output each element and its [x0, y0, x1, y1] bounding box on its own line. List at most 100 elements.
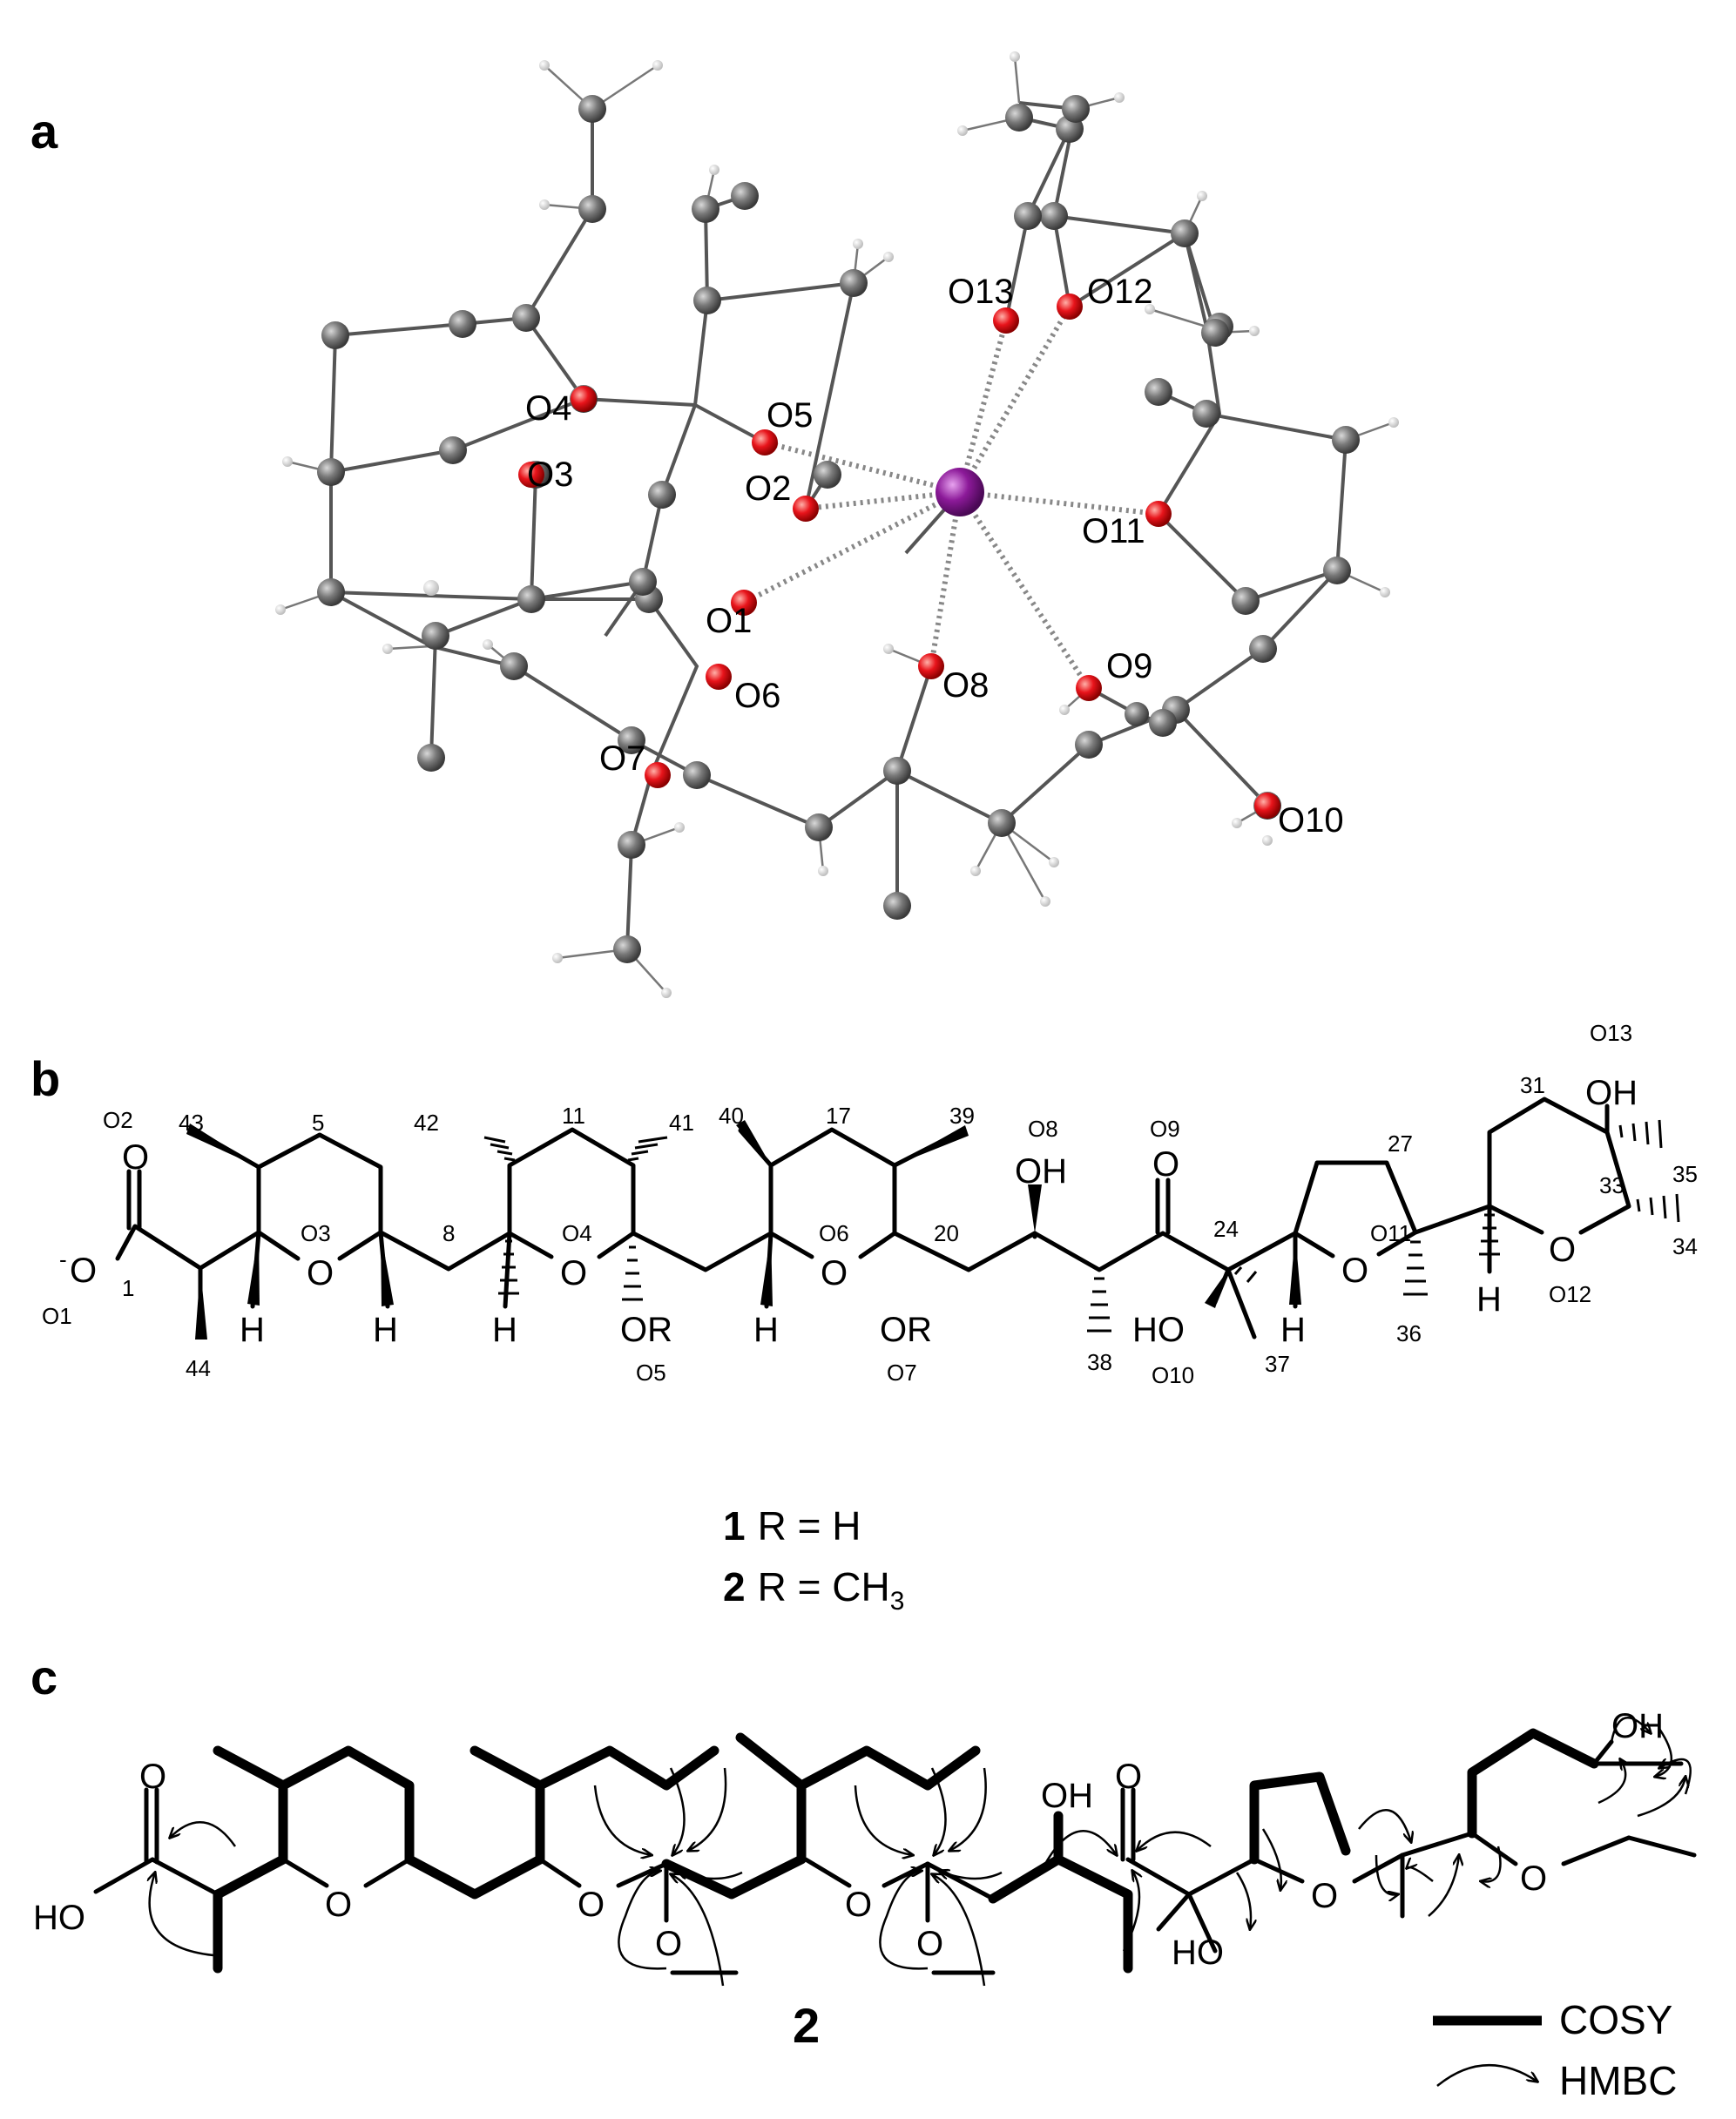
legend-hmbc-label: HMBC: [1559, 2058, 1677, 2103]
svg-text:O5: O5: [767, 396, 813, 435]
svg-text:H: H: [753, 1311, 779, 1349]
panel-label-b: b: [30, 1051, 60, 1106]
carbon-atoms: [317, 95, 1360, 963]
structure-b: O - O O O O O O O H H H H H H OR OR OH H…: [42, 1020, 1698, 1616]
svg-text:36: 36: [1396, 1320, 1422, 1346]
svg-text:5: 5: [312, 1110, 324, 1136]
svg-text:H: H: [1476, 1280, 1502, 1319]
svg-text:O13: O13: [1590, 1020, 1632, 1046]
svg-text:O: O: [307, 1254, 334, 1292]
svg-text:OH: OH: [1585, 1074, 1638, 1112]
svg-text:O: O: [1341, 1252, 1368, 1290]
svg-text:H: H: [492, 1311, 517, 1349]
svg-text:O6: O6: [734, 677, 780, 715]
structure-c-groups: HO O O O O O O O OH HO O O OH: [33, 1707, 1664, 1972]
hydrogen-atoms: [275, 51, 1399, 998]
svg-text:O3: O3: [301, 1220, 331, 1246]
svg-text:O: O: [821, 1254, 848, 1292]
oxygen-atoms: [518, 294, 1280, 819]
svg-text:42: 42: [414, 1110, 439, 1136]
svg-text:O: O: [578, 1886, 605, 1924]
svg-text:O2: O2: [745, 469, 791, 508]
svg-text:O: O: [845, 1886, 872, 1924]
svg-text:OR: OR: [620, 1311, 672, 1349]
structure-b-bonds: [115, 1097, 1631, 1340]
svg-text:24: 24: [1213, 1216, 1239, 1242]
svg-text:O1: O1: [706, 602, 752, 640]
svg-text:17: 17: [826, 1103, 851, 1129]
svg-text:O: O: [1311, 1877, 1338, 1915]
svg-text:OH: OH: [1611, 1707, 1664, 1745]
hmbc-arrows: [150, 1717, 1692, 1987]
coordination-bonds: [742, 305, 1159, 690]
svg-text:H: H: [373, 1311, 398, 1349]
svg-text:20: 20: [934, 1220, 959, 1246]
svg-text:O: O: [1115, 1758, 1142, 1796]
panel-label-c: c: [30, 1650, 57, 1704]
svg-text:34: 34: [1672, 1233, 1698, 1259]
svg-text:37: 37: [1265, 1351, 1290, 1377]
svg-text:O: O: [1549, 1231, 1576, 1269]
svg-text:O7: O7: [887, 1360, 917, 1386]
crystal-structure: O1 O2 O3 O4 O5 O6 O7 O8 O9 O10 O11 O12 O…: [275, 51, 1399, 998]
svg-text:O6: O6: [819, 1220, 849, 1246]
svg-text:O11: O11: [1370, 1220, 1411, 1246]
structure-b-carbon-numbers: 1 5 8 11 17 20 24 27 31 33 34 35 36 37 3…: [122, 1072, 1698, 1381]
svg-text:O12: O12: [1549, 1281, 1591, 1307]
structure-c: HO O O O O O O O OH HO O O OH: [33, 1707, 1697, 2053]
crystal-labels: O1 O2 O3 O4 O5 O6 O7 O8 O9 O10 O11 O12 O…: [525, 273, 1344, 840]
svg-text:8: 8: [442, 1220, 455, 1246]
svg-text:31: 31: [1520, 1072, 1545, 1098]
legend: COSY HMBC: [1433, 1997, 1677, 2103]
stereo-bonds: [186, 1119, 1680, 1340]
compound-label-c: 2: [793, 1998, 820, 2053]
svg-text:O8: O8: [942, 666, 989, 705]
structure-b-oxygen-labels: O1 O2 O3 O4 O5 O6 O7 O8 O9 O10 O11 O12 O…: [42, 1020, 1632, 1388]
svg-text:27: 27: [1388, 1130, 1413, 1157]
svg-text:O13: O13: [948, 273, 1014, 311]
svg-text:O: O: [1520, 1859, 1547, 1898]
svg-text:O11: O11: [1082, 512, 1145, 550]
svg-text:O: O: [916, 1925, 943, 1963]
legend-cosy-label: COSY: [1559, 1997, 1672, 2042]
panel-label-a: a: [30, 104, 58, 159]
svg-text:H: H: [240, 1311, 265, 1349]
svg-text:O1: O1: [42, 1303, 72, 1329]
svg-text:OH: OH: [1015, 1152, 1067, 1191]
svg-text:O5: O5: [636, 1360, 666, 1386]
svg-text:40: 40: [719, 1103, 744, 1129]
svg-text:41: 41: [669, 1110, 694, 1136]
svg-text:HO: HO: [33, 1899, 85, 1937]
svg-text:O3: O3: [527, 456, 573, 494]
svg-text:O4: O4: [525, 389, 571, 428]
svg-text:1: 1: [122, 1275, 134, 1301]
metal-cation: [936, 468, 984, 516]
svg-text:O9: O9: [1106, 647, 1152, 685]
svg-text:O: O: [325, 1886, 352, 1924]
svg-text:O10: O10: [1152, 1362, 1194, 1388]
svg-text:O2: O2: [103, 1107, 133, 1133]
svg-text:O12: O12: [1087, 273, 1153, 311]
svg-text:35: 35: [1672, 1161, 1698, 1187]
svg-text:43: 43: [179, 1110, 204, 1136]
svg-text:O: O: [560, 1254, 587, 1292]
svg-text:38: 38: [1087, 1349, 1112, 1375]
svg-text:O8: O8: [1028, 1116, 1058, 1142]
svg-text:44: 44: [186, 1355, 211, 1381]
svg-text:HO: HO: [1172, 1933, 1224, 1972]
svg-text:O9: O9: [1150, 1116, 1180, 1142]
cosy-bonds: [213, 1728, 1599, 1974]
svg-text:O: O: [70, 1252, 97, 1290]
svg-text:O: O: [139, 1758, 166, 1796]
legend-hmbc-symbol: [1436, 2064, 1537, 2087]
structure-b-groups: O - O O O O O O O H H H H H H OR OR OH H…: [59, 1074, 1638, 1349]
svg-text:H: H: [1280, 1311, 1306, 1349]
svg-text:O7: O7: [599, 739, 645, 778]
svg-text:OR: OR: [880, 1311, 932, 1349]
svg-text:OH: OH: [1041, 1777, 1093, 1815]
svg-text:O: O: [122, 1138, 149, 1177]
